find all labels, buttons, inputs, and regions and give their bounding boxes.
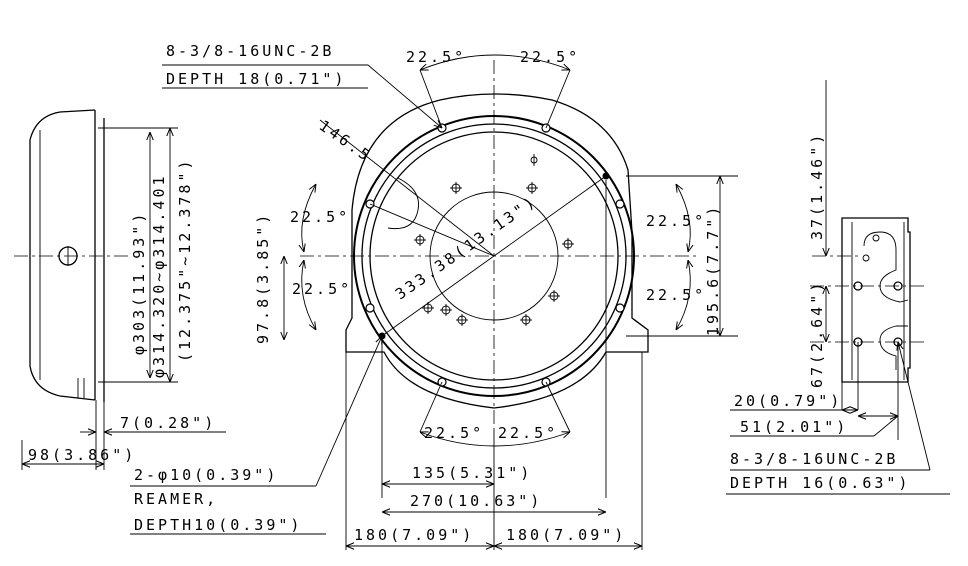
dim-180-right-label: 180(7.09") [506,526,626,544]
tap-top-label: 8-3/8-16UNC-2B [166,42,334,60]
angle-top-right: 22.5° [520,48,580,66]
angle-left-lower: 22.5° [292,280,352,298]
inner-holes [414,154,574,326]
dim-67-label: 67(2.64") [808,280,826,388]
angle-bottom-left: 22.5° [424,424,484,442]
depth-top-label: DEPTH 18(0.71") [166,70,346,88]
top-angle-dims: 22.5° 22.5° [406,48,580,129]
dim-20-label: 20(0.79") [734,392,842,410]
angle-right-lower: 22.5° [646,286,706,304]
phi314-label: φ314.320~φ314.401 [150,173,168,378]
side-view-right: 37(1.46") 67(2.64") 20(0.79") 51(2.01") [730,80,928,440]
tap-callout-right: 8-3/8-16UNC-2B DEPTH 16(0.63") [726,342,950,495]
dim-180-left-label: 180(7.09") [354,526,474,544]
bottom-dims: 135(5.31") 270(10.63") 180(7.09") 180(7.… [345,180,643,550]
left-bottom-dims: 7(0.28") 98(3.86") [22,414,226,464]
angle-top-left: 22.5° [406,48,466,66]
dim-135-label: 135(5.31") [412,464,532,482]
tap-callout-top: 8-3/8-16UNC-2B DEPTH 18(0.71") [162,42,442,128]
reamer-line1: 2-φ10(0.39") [134,466,278,484]
dim-37-label: 37(1.46") [808,132,826,240]
left-diameter-dims: φ303(11.93") φ314.320~φ314.401 (12.375"~… [130,128,194,382]
tap-right-label: 8-3/8-16UNC-2B [730,450,898,468]
reamer-line3: DEPTH10(0.39") [134,516,302,534]
reamer-callout: 2-φ10(0.39") REAMER, DEPTH10(0.39") [130,336,382,535]
dim-98-label: 98(3.86") [28,446,136,464]
dim-7-label: 7(0.28") [120,414,216,432]
right-angle-dims: 22.5° 22.5° 195.6(7.7") [626,175,738,337]
left-angle-dims: 22.5° 22.5° 97.8(3.85") [254,184,352,344]
depth-right-label: DEPTH 16(0.63") [730,474,910,492]
front-view [300,60,700,430]
side-view-left [14,109,178,470]
bottom-angle-dims: 22.5° 22.5° [420,381,570,447]
dim-270-label: 270(10.63") [410,492,542,510]
diag-label: 333.38(13.13") [392,192,540,303]
radius-label: 146.5 [316,117,376,166]
dim-51-label: 51(2.01") [740,418,848,436]
angle-left-upper: 22.5° [290,208,350,226]
reamer-line2: REAMER, [134,490,218,508]
dim-195-label: 195.6(7.7") [704,204,722,336]
angle-bottom-right: 22.5° [498,424,558,442]
angle-right-upper: 22.5° [646,212,706,230]
phi303-label: φ303(11.93") [130,211,148,355]
dim-97-label: 97.8(3.85") [254,212,272,344]
phi314-inch-label: (12.375"~12.378") [176,157,194,362]
